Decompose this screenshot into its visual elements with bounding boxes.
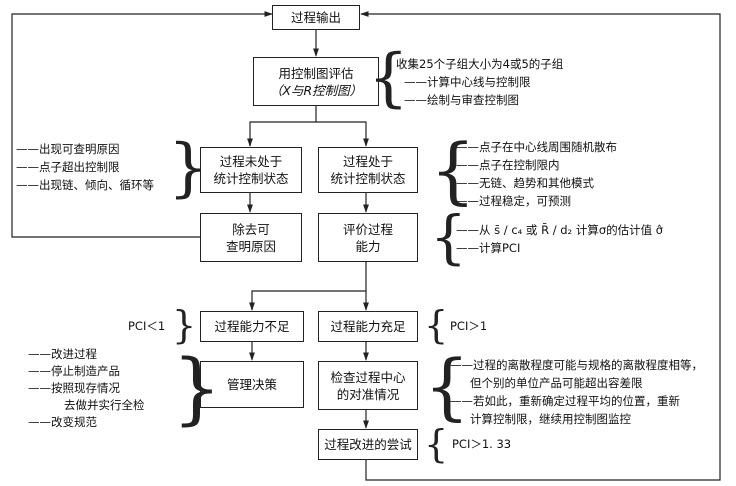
note-pci-less-than-1: PCI＜1 <box>128 317 165 335</box>
brace-pci-high: { <box>424 303 449 347</box>
note-line: ——改变规范 <box>28 415 97 429</box>
brace-random: { <box>430 128 476 212</box>
check-centering-line1: 检查过程中心 <box>330 369 406 385</box>
note-line: ——出现链、倾向、循环等 <box>16 178 154 192</box>
note-pci-greater-than-1: PCI＞1 <box>450 317 487 335</box>
management-decision-box: 管理决策 <box>200 361 304 408</box>
brace-pci-low: } <box>172 303 197 347</box>
brace-deviation: { <box>424 344 470 428</box>
note-management-actions: ——改进过程 ——停止制造产品 ——按照现存情况 去做并实行全检 ——改变规范 <box>28 346 145 431</box>
note-line: PCI＞1. 33 <box>452 437 512 451</box>
remove-causes-line2: 查明原因 <box>225 238 276 254</box>
evaluate-capability-line2: 能力 <box>355 238 381 254</box>
not-in-control-line1: 过程未处于 <box>219 154 283 169</box>
note-line: PCI＜1 <box>128 319 166 333</box>
capability-sufficient-box: 过程能力充足 <box>318 311 418 342</box>
in-control-line1: 过程处于 <box>342 154 393 169</box>
note-line: 去做并实行全检 <box>64 398 145 412</box>
brace-causes: } <box>168 131 209 205</box>
note-line: ——绘制与审查控制图 <box>404 93 519 107</box>
evaluation-line1: 用控制图评估 <box>278 65 354 81</box>
note-line: ——改进过程 <box>28 347 97 361</box>
note-line: ——过程的离散程度可能与规格的离散程度相等， <box>450 358 703 372</box>
note-line: ——计算PCI <box>456 241 521 255</box>
management-decision-label: 管理决策 <box>226 377 277 392</box>
note-line: 但个别的单位产品可能超出容差限 <box>470 376 643 390</box>
brace-actions: } <box>172 344 222 434</box>
note-line: PCI＞1 <box>450 319 488 333</box>
not-in-control-box: 过程未处于 统计控制状态 <box>200 147 302 193</box>
in-control-line2: 统计控制状态 <box>330 171 406 186</box>
remove-causes-line1: 除去可 <box>232 221 270 237</box>
capability-sufficient-label: 过程能力充足 <box>330 319 406 334</box>
in-control-box: 过程处于 统计控制状态 <box>318 147 418 193</box>
note-random-scatter: ——点子在中心线周围随机散布 ——点子在控制限内 ——无链、趋势和其他模式 ——… <box>456 138 617 210</box>
arrow-capability-split <box>251 262 367 310</box>
note-line: ——计算中心线与控制限 <box>404 75 531 89</box>
capability-insufficient-label: 过程能力不足 <box>214 319 290 334</box>
note-line: 收集25个子组大小为4或5的子组 <box>396 57 564 71</box>
note-assignable-causes: ——出现可查明原因 ——点子超出控制限 ——出现链、倾向、循环等 <box>16 140 154 194</box>
note-estimate-sigma: ——从 s̄ / c₄ 或 R̄ / d₂ 计算σ的估计值 σ̂ ——计算PCI <box>456 221 663 257</box>
brace-collect: { <box>368 41 409 115</box>
note-line: ——点子在控制限内 <box>456 158 560 172</box>
brace-pci-133: { <box>424 422 449 466</box>
arrow-improve-feedback <box>360 11 721 481</box>
capability-insufficient-box: 过程能力不足 <box>200 311 304 342</box>
note-line: ——点子在中心线周围随机散布 <box>456 140 617 154</box>
brace-estimate: { <box>430 203 467 271</box>
note-line: ——按照现存情况 <box>28 381 120 395</box>
process-output-box: 过程输出 <box>272 5 360 30</box>
note-line: ——出现可查明原因 <box>16 142 120 156</box>
check-centering-line2: 的对准情况 <box>336 386 400 402</box>
note-line: ——无链、趋势和其他模式 <box>456 176 594 190</box>
evaluate-capability-box: 评价过程 能力 <box>318 213 418 262</box>
process-improvement-label: 过程改进的尝试 <box>324 437 412 452</box>
note-line: ——停止制造产品 <box>28 364 120 378</box>
note-line: ——从 s̄ / c₄ 或 R̄ / d₂ 计算σ的估计值 σ̂ <box>456 223 664 237</box>
note-line: ——过程稳定，可预测 <box>456 194 571 208</box>
note-pci-greater-than-1-33: PCI＞1. 33 <box>452 435 511 453</box>
process-improvement-box: 过程改进的尝试 <box>318 429 418 460</box>
note-collect-subgroups: 收集25个子组大小为4或5的子组 ——计算中心线与控制限 ——绘制与审查控制图 <box>396 55 563 109</box>
arrow-remove-feedback <box>11 11 273 238</box>
not-in-control-line2: 统计控制状态 <box>213 171 289 186</box>
arrow-evaluate-split <box>249 106 317 146</box>
note-line: ——点子超出控制限 <box>16 160 120 174</box>
note-line: ——若如此，重新确定过程平均的位置，重新 <box>450 394 680 408</box>
check-centering-box: 检查过程中心 的对准情况 <box>318 361 418 410</box>
evaluate-capability-line1: 评价过程 <box>342 221 393 237</box>
note-dispersion: ——过程的离散程度可能与规格的离散程度相等， 但个别的单位产品可能超出容差限 —… <box>450 356 703 428</box>
remove-causes-box: 除去可 查明原因 <box>200 213 302 262</box>
evaluation-line2: （X与R控制图） <box>269 82 363 98</box>
note-line: 计算控制限，继续用控制图监控 <box>470 412 631 426</box>
arrow-split-to-controlled <box>316 121 369 147</box>
control-chart-evaluation-box: 用控制图评估 （X与R控制图） <box>253 57 379 106</box>
process-output-label: 过程输出 <box>290 10 341 25</box>
